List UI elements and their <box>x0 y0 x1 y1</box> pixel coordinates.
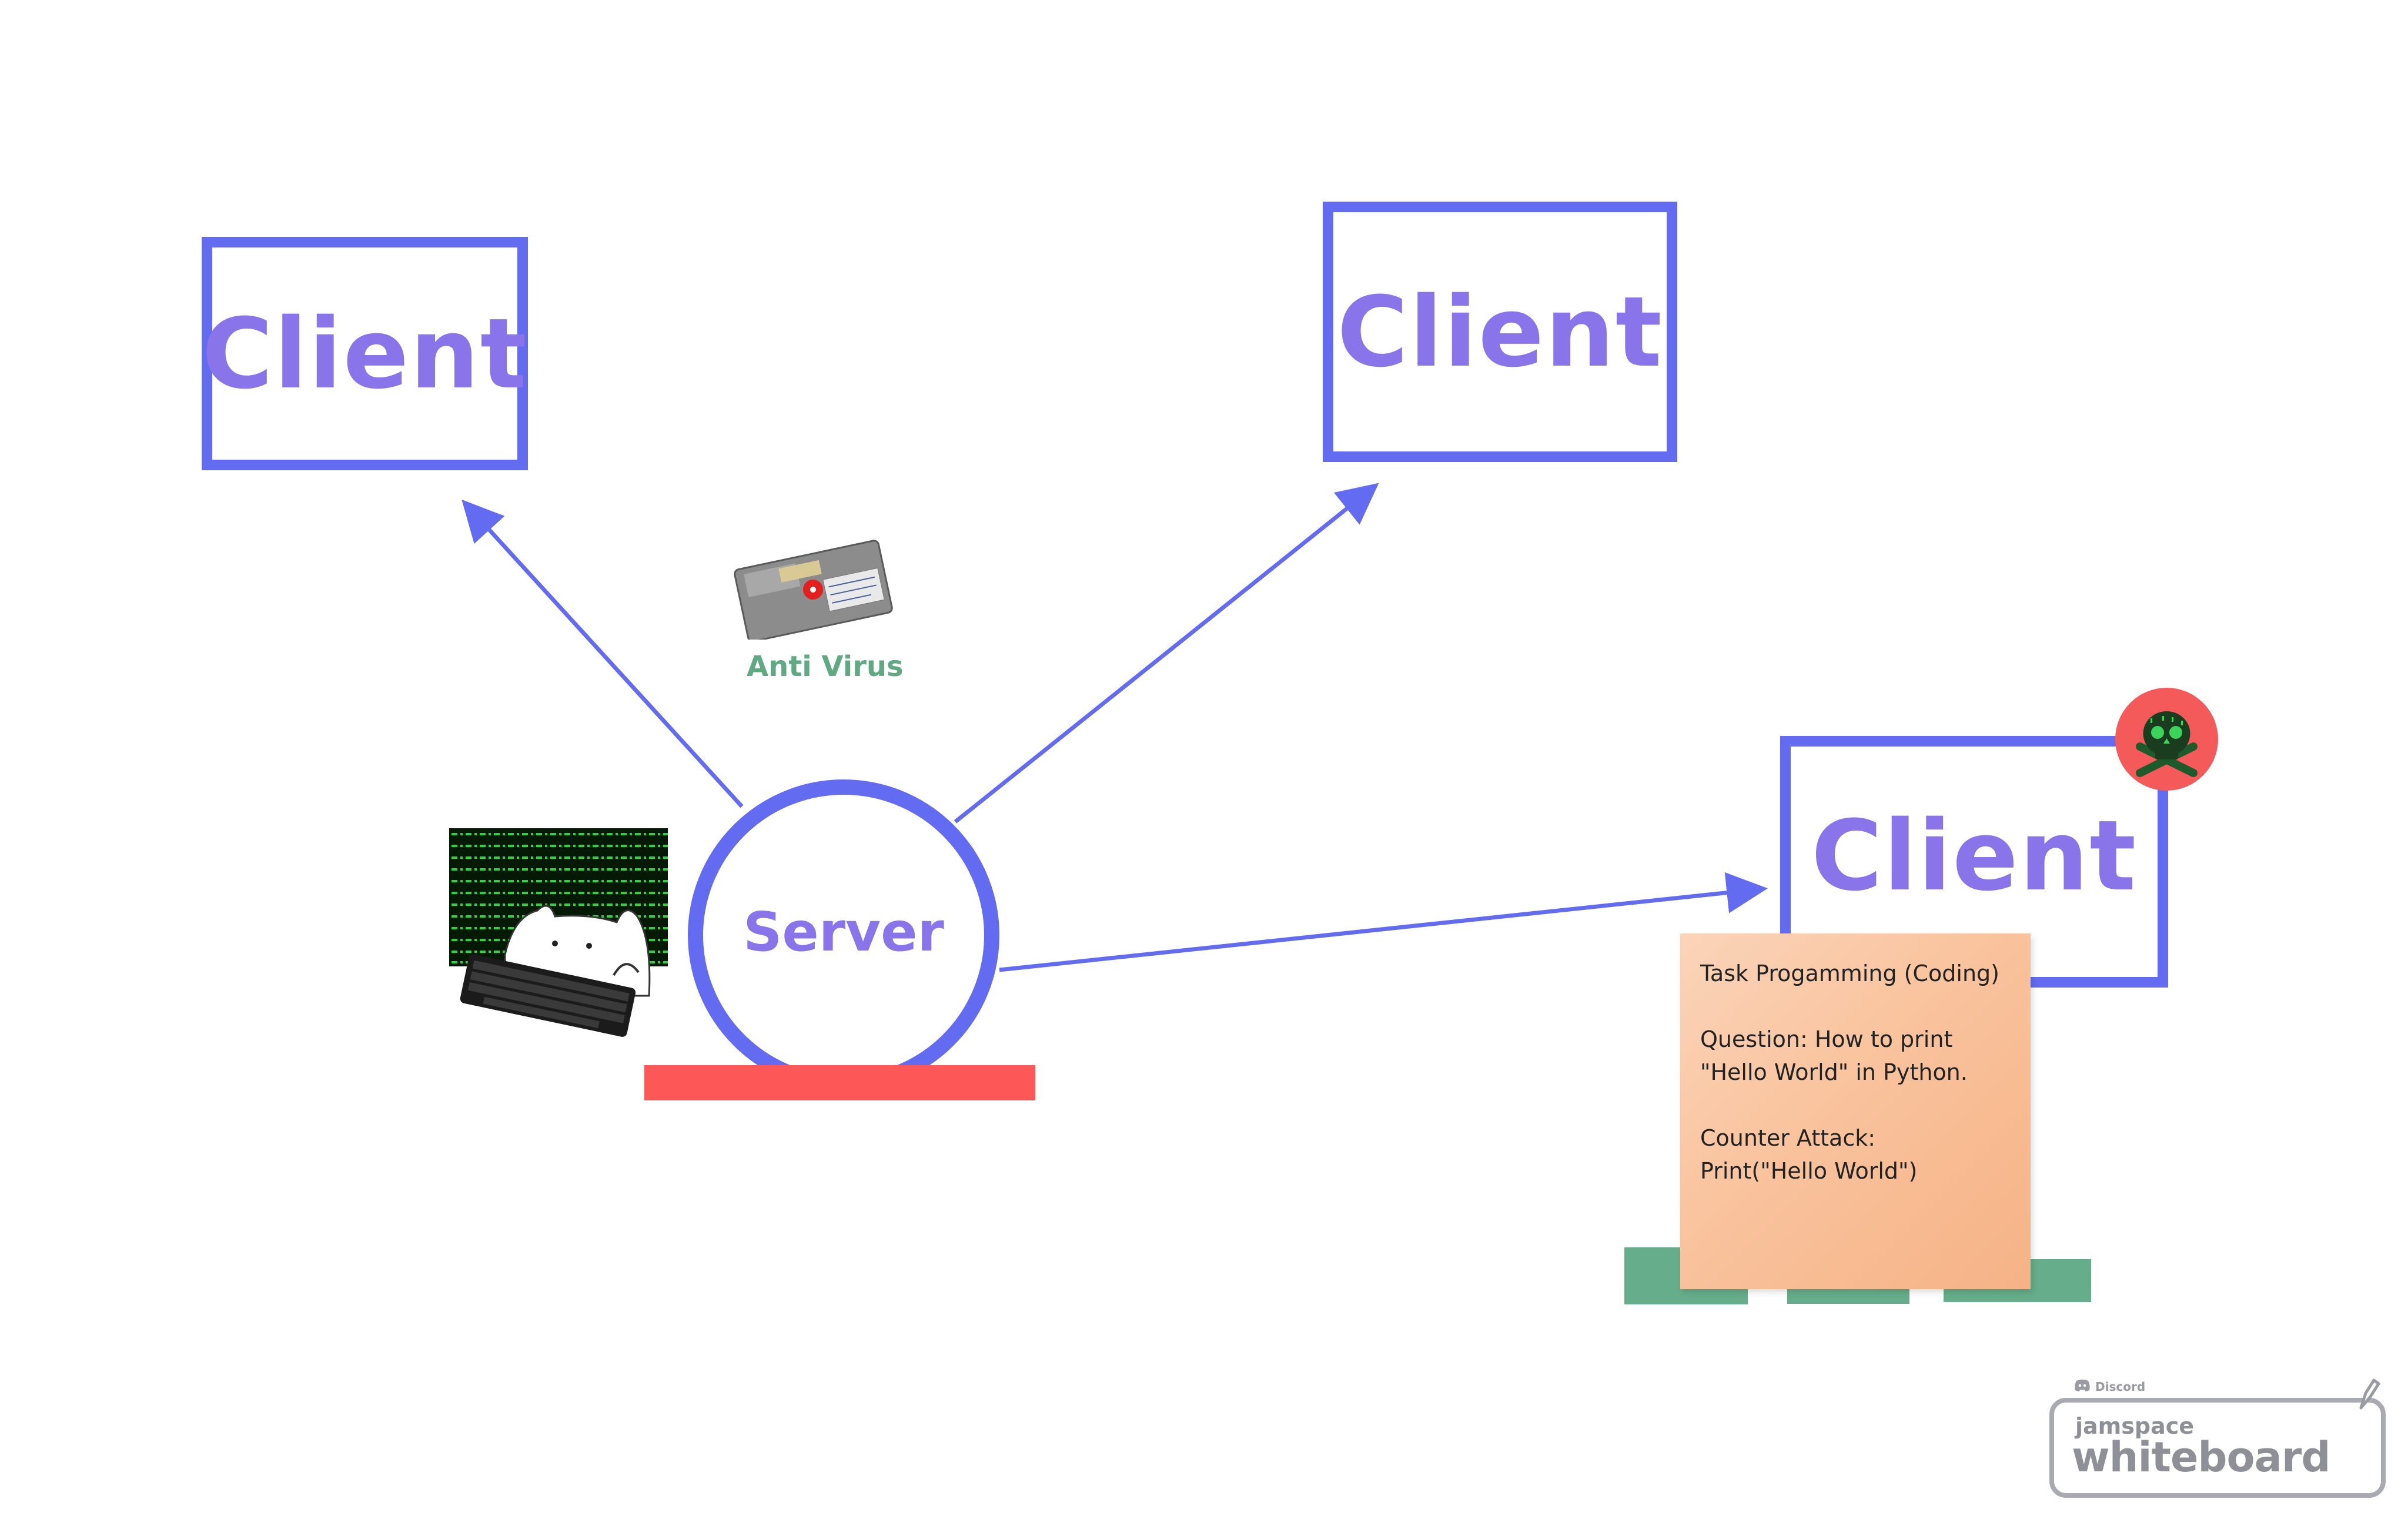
jamspace-whiteboard-logo: jamspace whiteboard <box>2049 1398 2386 1498</box>
sticky-note-question: Question: How to print "Hello World" in … <box>1700 1026 1968 1085</box>
arrow-server-to-client-bottom-right <box>999 872 1768 972</box>
discord-icon <box>2074 1379 2091 1394</box>
arrow-server-to-client-left <box>461 499 744 808</box>
logo-name-big: whiteboard <box>2072 1433 2330 1481</box>
client-label: Client <box>1811 799 2138 912</box>
pen-icon <box>2359 1378 2380 1410</box>
sticky-note-answer-code: Print("Hello World") <box>1700 1158 1918 1184</box>
client-label: Client <box>1337 275 1663 389</box>
sticky-note-answer: Counter Attack: Print("Hello World") <box>1700 1122 2011 1187</box>
server-label: Server <box>743 900 944 963</box>
skull-crossbones-icon <box>2115 688 2218 791</box>
sticky-note-title: Task Progamming (Coding) <box>1700 961 1999 986</box>
discord-badge: Discord <box>2074 1379 2145 1394</box>
server-node[interactable]: Server <box>688 779 999 1091</box>
logo-name-small: jamspace <box>2075 1413 2195 1439</box>
client-box-left[interactable]: Client <box>202 237 528 470</box>
sticky-note[interactable]: Task Progamming (Coding) Question: How t… <box>1680 933 2031 1289</box>
server-base-bar <box>644 1065 1035 1100</box>
client-label: Client <box>202 297 528 410</box>
client-box-bottom-right[interactable]: Client <box>1780 736 2168 988</box>
arrow-server-to-client-top-right <box>954 483 1379 824</box>
discord-label: Discord <box>2095 1380 2146 1394</box>
sticky-note-answer-label: Counter Attack: <box>1700 1125 1876 1151</box>
hacker-cat-icon <box>449 828 668 1047</box>
client-box-top-right[interactable]: Client <box>1323 202 1677 462</box>
antivirus-label: Anti Virus <box>747 650 904 683</box>
floppy-disk-icon <box>728 540 898 642</box>
